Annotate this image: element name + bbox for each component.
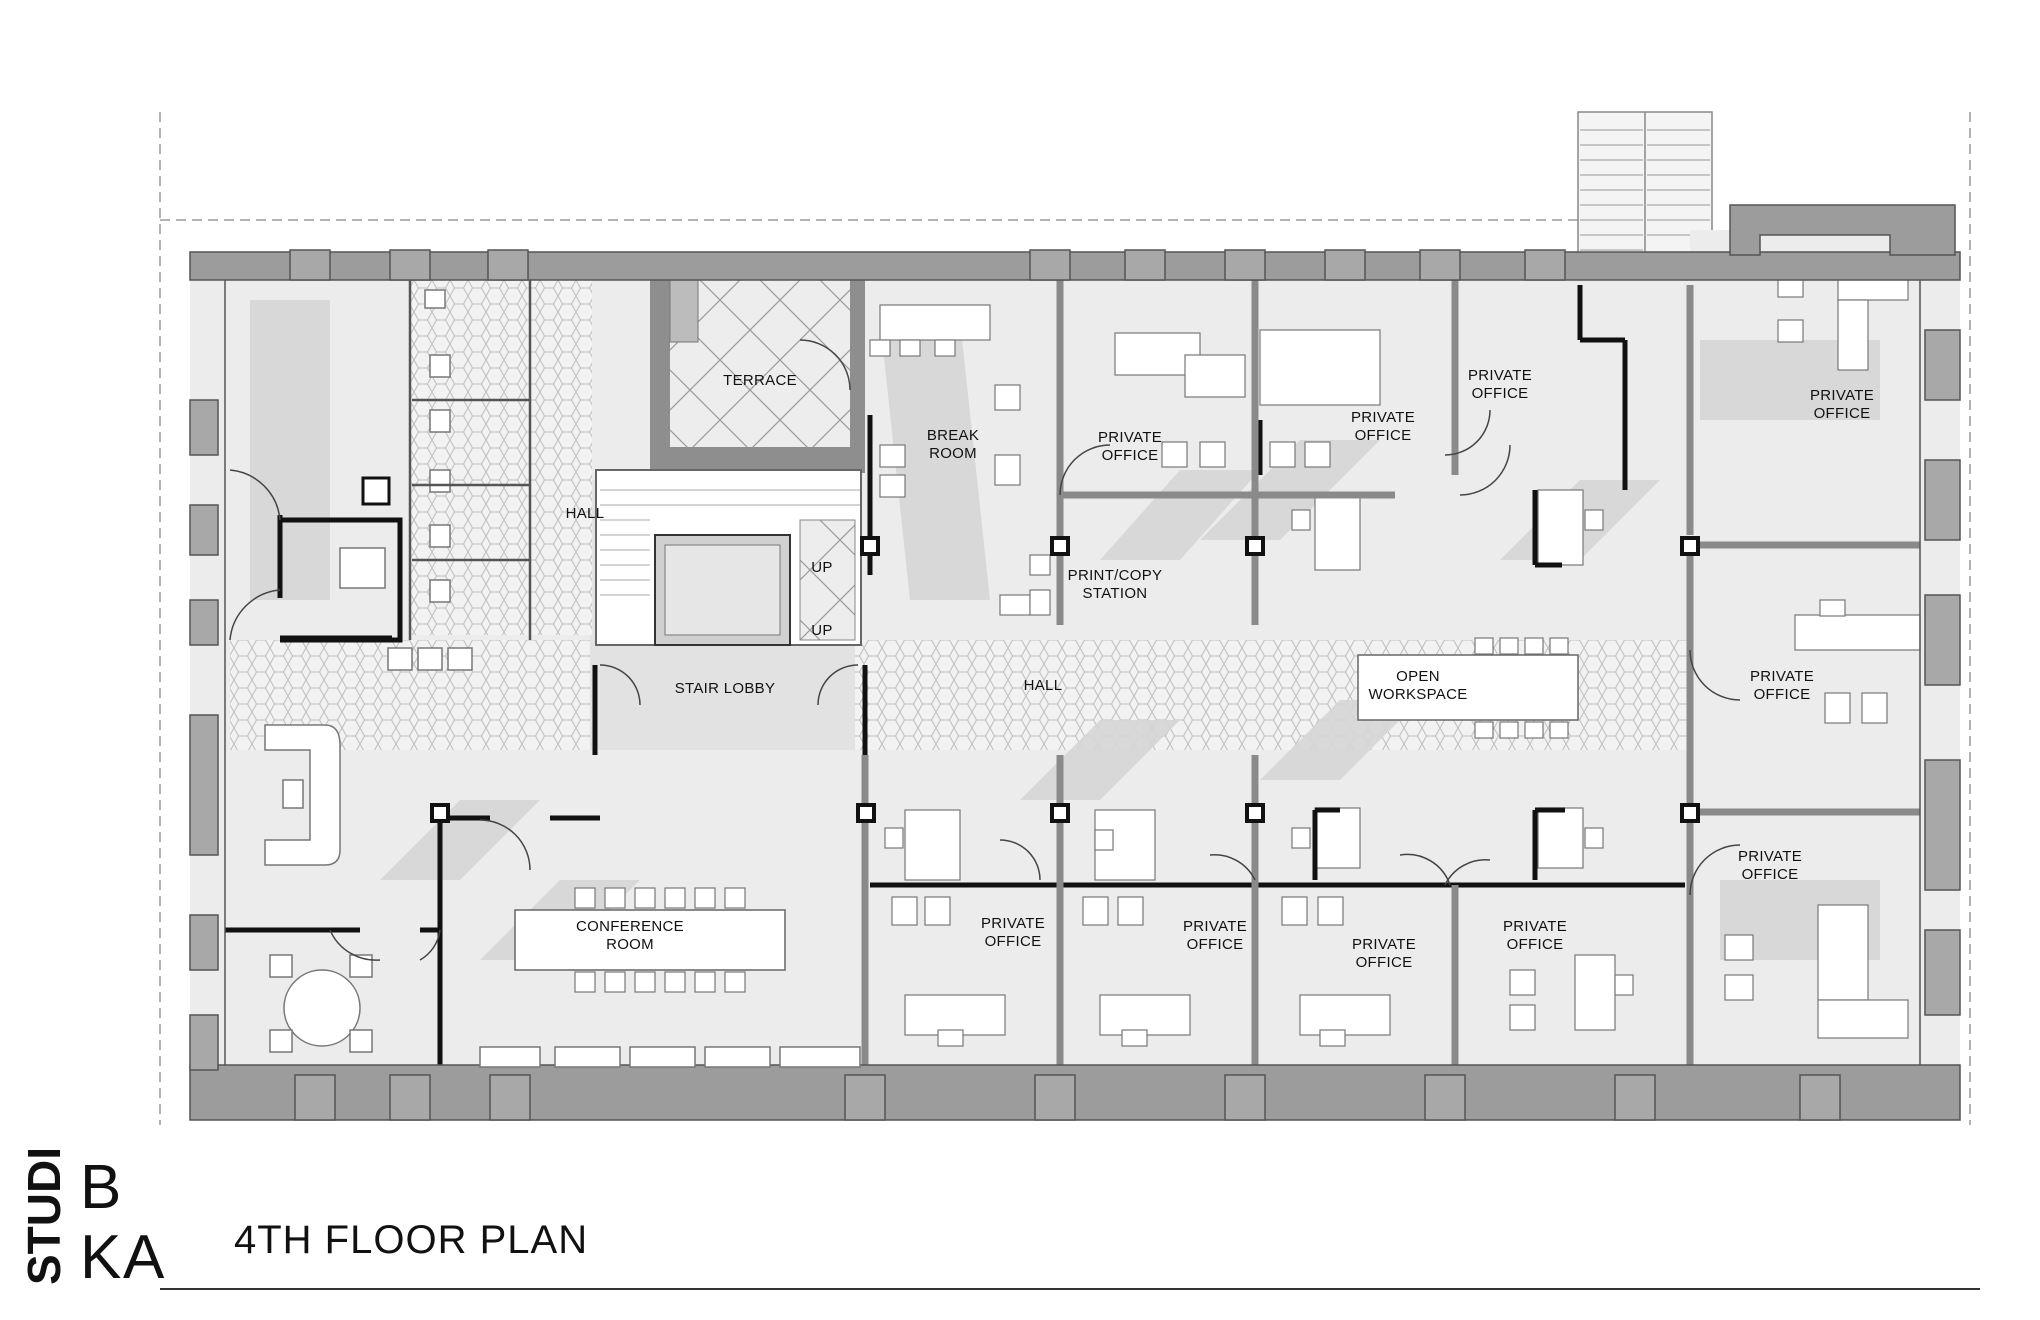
conference-glazing [479, 1046, 861, 1068]
room-label-line: ROOM [606, 936, 654, 953]
stair-core [595, 469, 862, 646]
logo-letter-k: K [80, 1223, 121, 1290]
room-label-line: OFFICE [1742, 866, 1799, 883]
room-label-line: OPEN [1396, 668, 1440, 685]
room-label-stair-lobby: STAIR LOBBY [675, 680, 776, 697]
room-label-line: CONFERENCE [576, 918, 684, 935]
room-label-line: HALL [566, 505, 605, 522]
room-label-line: STATION [1083, 585, 1148, 602]
door-swings [229, 339, 1741, 961]
lounge-furniture [264, 547, 473, 1053]
structural-columns [430, 536, 1700, 823]
room-label-line: OFFICE [1102, 447, 1159, 464]
title-rule [160, 1288, 1980, 1290]
room-label-hall-restroom: HALL [566, 505, 605, 522]
room-label-line: ROOM [929, 445, 977, 462]
room-label-line: PRIVATE [1468, 367, 1532, 384]
room-label-line: BREAK [927, 427, 979, 444]
property-lines [159, 112, 1971, 1125]
room-label-line: PRIVATE [1750, 668, 1814, 685]
room-label-line: OFFICE [1187, 936, 1244, 953]
room-label-line: PRIVATE [1810, 387, 1874, 404]
room-label-line: PRIVATE [1738, 848, 1802, 865]
room-label-line: OFFICE [1507, 936, 1564, 953]
plan-title: 4TH FLOOR PLAN [234, 1218, 589, 1262]
room-label-line: PRIVATE [1183, 918, 1247, 935]
room-label-line: OFFICE [985, 933, 1042, 950]
office-partitions [861, 280, 1920, 1070]
room-label-up-2: UP [811, 622, 832, 639]
room-label-line: UP [811, 559, 832, 576]
room-label-line: OFFICE [1472, 385, 1529, 402]
room-label-line: PRIVATE [981, 915, 1045, 932]
logo-letter-a: A [123, 1223, 165, 1290]
room-label-line: WORKSPACE [1368, 686, 1467, 703]
room-label-line: UP [811, 622, 832, 639]
room-label-terrace: TERRACE [723, 372, 797, 389]
room-label-line: TERRACE [723, 372, 797, 389]
room-label-line: OFFICE [1814, 405, 1871, 422]
restroom-block [361, 280, 592, 640]
terrace-area [650, 258, 865, 473]
room-label-line: OFFICE [1754, 686, 1811, 703]
room-label-line: OFFICE [1355, 427, 1412, 444]
room-label-hall-main: HALL [1024, 677, 1063, 694]
conference-furniture [514, 887, 786, 993]
room-label-line: PRINT/COPY [1068, 567, 1163, 584]
room-label-line: PRIVATE [1098, 429, 1162, 446]
room-label-line: HALL [1024, 677, 1063, 694]
exterior-wall [189, 204, 1961, 1121]
room-label-line: PRIVATE [1351, 409, 1415, 426]
room-label-line: PRIVATE [1352, 936, 1416, 953]
room-label-line: STAIR LOBBY [675, 680, 776, 697]
room-label-line: OFFICE [1356, 954, 1413, 971]
logo-letter-b: B [80, 1153, 121, 1222]
room-label-line: PRIVATE [1503, 918, 1567, 935]
office-desks [869, 254, 1921, 1047]
studio-logo: STUDIO B K A [18, 1150, 165, 1290]
open-workspace-furniture [1357, 637, 1579, 739]
room-label-up-1: UP [811, 559, 832, 576]
logo-studio-text: STUDIO [18, 1150, 70, 1285]
interior-walls [225, 285, 1820, 1075]
